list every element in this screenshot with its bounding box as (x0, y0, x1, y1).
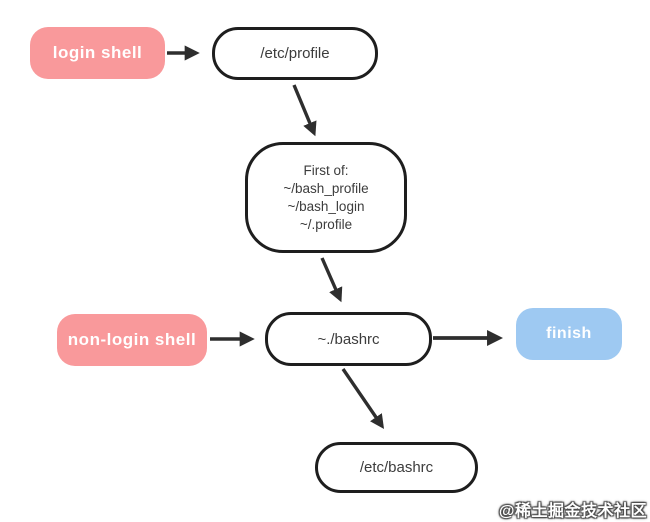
node-non-login-shell-label: non-login shell (67, 330, 197, 349)
first-of-line: ~/.profile (299, 216, 353, 232)
node-etc-bashrc-label: /etc/bashrc (359, 459, 434, 476)
edge-first-of-to-bashrc (320, 257, 343, 303)
watermark: @稀土掘金技术社区 (498, 503, 647, 520)
node-bashrc: ~./bashrc (265, 312, 432, 366)
node-login-shell-label: login shell (52, 43, 143, 62)
node-etc-profile: /etc/profile (212, 27, 378, 80)
node-etc-profile-label: /etc/profile (260, 45, 330, 62)
node-login-shell: login shell (30, 27, 165, 79)
first-of-line: First of: (303, 162, 349, 178)
edge-bashrc-to-etc-bashrc (341, 368, 385, 429)
first-of-line: ~/bash_profile (283, 180, 369, 196)
node-non-login-shell: non-login shell (57, 314, 207, 366)
node-finish: finish (516, 308, 622, 360)
first-of-line: ~/bash_login (287, 198, 365, 214)
node-first-of: First of: ~/bash_profile ~/bash_login ~/… (245, 142, 407, 253)
node-etc-bashrc: /etc/bashrc (315, 442, 478, 493)
edge-etc-profile-to-first-of (292, 84, 317, 137)
node-bashrc-label: ~./bashrc (317, 330, 380, 348)
node-finish-label: finish (546, 325, 592, 342)
